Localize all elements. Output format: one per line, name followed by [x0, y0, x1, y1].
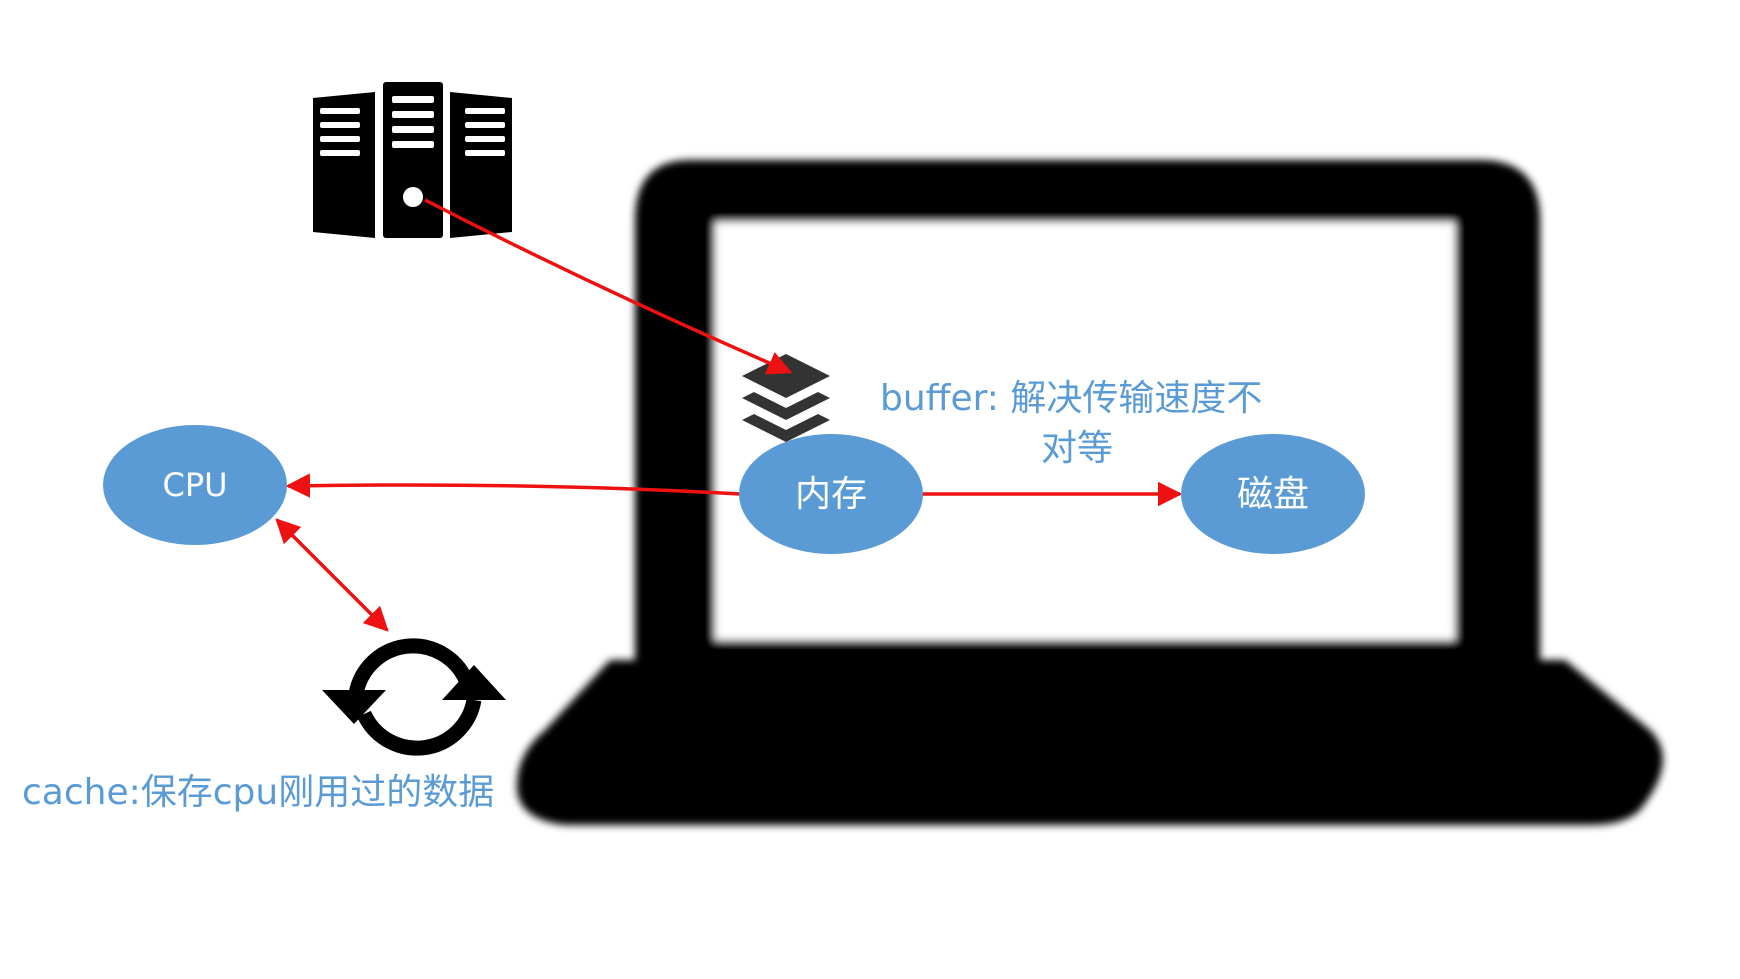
arrows — [275, 198, 1183, 632]
layers-stack-icon — [742, 354, 830, 442]
server-to-buffer-arrow — [424, 198, 793, 375]
memory-node: 内存 — [739, 434, 923, 554]
cache-note: cache:保存cpu刚用过的数据 — [22, 772, 494, 813]
server-rack-icon — [313, 82, 512, 238]
cpu-node: CPU — [103, 425, 287, 545]
cpu-cache-arrow — [275, 518, 389, 632]
sync-arrows-icon — [322, 638, 506, 756]
disk-node: 磁盘 — [1181, 434, 1365, 554]
cpu-node-label: CPU — [162, 466, 227, 504]
memory-node-label: 内存 — [795, 474, 867, 515]
disk-node-label: 磁盘 — [1237, 474, 1309, 515]
buffer-note-line2: 对等 — [1041, 428, 1113, 469]
buffer-note-line1: buffer: 解决传输速度不 — [880, 378, 1262, 419]
memory-to-cpu-arrow — [285, 473, 741, 498]
